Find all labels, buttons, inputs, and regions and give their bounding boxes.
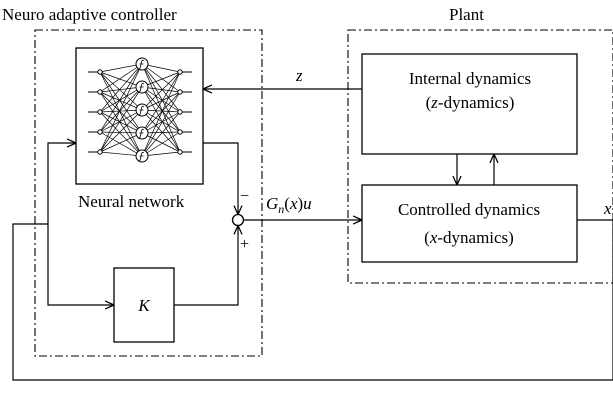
nn-input-node (97, 69, 103, 75)
neural-network-block (75, 47, 204, 185)
nn-connection (141, 71, 181, 134)
nn-connection (141, 71, 181, 88)
internal-dynamics-box (361, 53, 578, 155)
summing-junction (231, 213, 245, 227)
nn-connection (99, 111, 143, 157)
internal-dynamics-line2: (z-dynamics) (426, 93, 515, 112)
nn-connection (99, 109, 143, 133)
nn-input-node (97, 109, 103, 115)
nn-connection (99, 131, 143, 157)
nn-connection (99, 86, 143, 133)
controlled-dynamics-line2: (x-dynamics) (424, 228, 514, 247)
nn-connection (99, 63, 143, 93)
nn-connection (99, 91, 143, 134)
nn-connection (99, 71, 143, 88)
nn-connection (141, 109, 181, 133)
nn-connection (141, 91, 181, 111)
nn-connection (141, 111, 181, 134)
nn-connection (99, 132, 143, 153)
plant-title: Plant (449, 5, 484, 24)
x-signal-label: x (603, 199, 612, 218)
nn-connection (141, 111, 181, 157)
nn-connection (99, 91, 143, 111)
nn-output-node (177, 69, 183, 75)
nn-connection (141, 132, 181, 153)
nn-connection (99, 109, 143, 153)
nn-connection (99, 131, 143, 134)
gain-k-label: K (137, 296, 151, 315)
nn-output-node (177, 129, 183, 135)
k-output-arrow (174, 225, 238, 306)
controller-title: Neuro adaptive controller (2, 5, 177, 24)
nn-input-node (97, 89, 103, 95)
nn-output-node (177, 109, 183, 115)
feedback-line (12, 219, 613, 381)
controlled-dynamics-line1: Controlled dynamics (398, 200, 540, 219)
nn-connection (99, 63, 143, 153)
neural-network-icon (88, 57, 192, 163)
nn-connection (99, 63, 143, 133)
plant-boundary (347, 29, 613, 284)
nn-connection (141, 63, 181, 153)
nn-activation-glyph (137, 82, 145, 93)
nn-connection (99, 71, 143, 134)
nn-connection (99, 63, 143, 73)
controlled-dynamics-box (361, 184, 578, 263)
nn-activation-glyph (137, 59, 145, 70)
nn-output-node (177, 149, 183, 155)
nn-connection (141, 86, 181, 153)
nn-connection (141, 71, 181, 157)
nn-connection (99, 109, 143, 113)
nn-connection (99, 71, 143, 111)
nn-connection (99, 111, 143, 134)
nn-connection (141, 63, 181, 133)
nn-connection (99, 63, 143, 113)
feedback-to-nn-arrow (47, 143, 76, 224)
nn-connection (99, 91, 143, 157)
nn-connection (141, 91, 181, 157)
nn-connection (141, 63, 181, 113)
nn-output-node (177, 89, 183, 95)
nn-output-arrow (203, 142, 238, 215)
nn-activation-glyph (137, 128, 145, 139)
control-signal-label: Gn(x)u (266, 194, 312, 216)
feedback-to-k-arrow (47, 224, 114, 305)
nn-connection (141, 86, 181, 133)
nn-connection (141, 71, 181, 111)
nn-connection (141, 109, 181, 153)
nn-connection (99, 86, 143, 93)
controller-boundary (34, 29, 263, 357)
nn-connection (141, 91, 181, 134)
nn-input-node (97, 129, 103, 135)
nn-connection (99, 71, 143, 157)
nn-activation-glyph (137, 105, 145, 116)
neural-network-label: Neural network (78, 192, 185, 211)
z-signal-label: z (295, 66, 303, 85)
plus-sign: + (240, 236, 249, 253)
nn-connection (99, 151, 143, 157)
nn-input-node (97, 149, 103, 155)
nn-connection (99, 86, 143, 113)
minus-sign: − (240, 188, 249, 205)
nn-connection (141, 86, 181, 113)
internal-dynamics-line1: Internal dynamics (409, 69, 531, 88)
nn-activation-glyph (137, 151, 145, 162)
nn-connection (141, 131, 181, 157)
nn-connection (99, 86, 143, 153)
nn-connection (141, 63, 181, 93)
